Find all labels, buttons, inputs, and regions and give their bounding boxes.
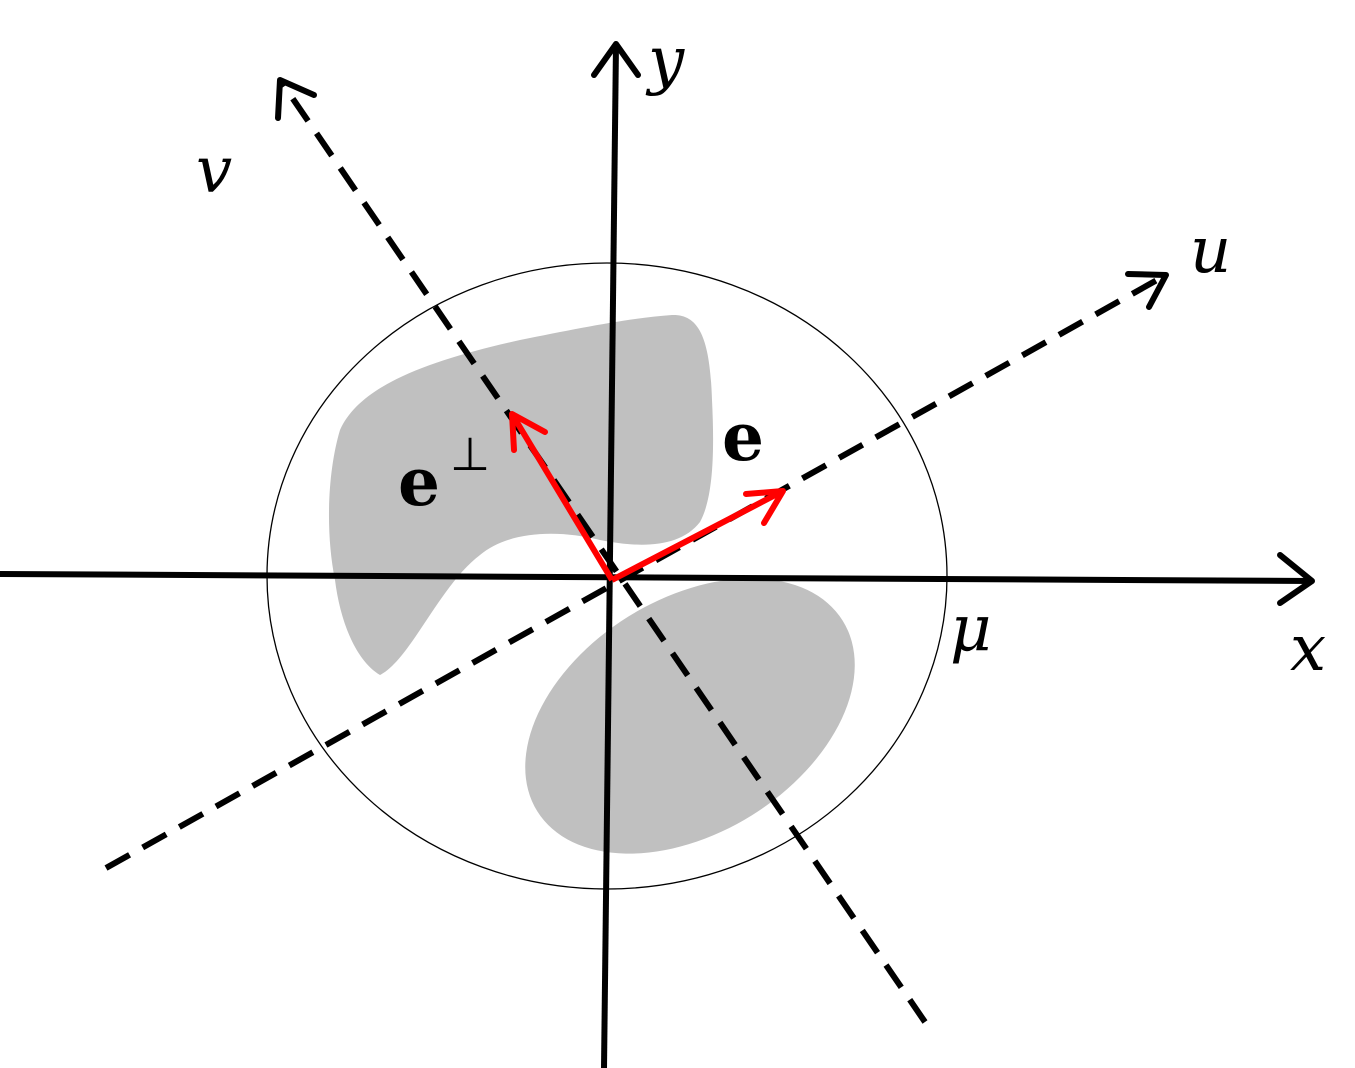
v-axis-arrowhead [275, 77, 317, 121]
measure-label: μ [950, 592, 992, 666]
vector-e-arrowhead [743, 488, 786, 526]
u-axis-label: u [1190, 214, 1231, 288]
perp-superscript: ⊥ [450, 427, 490, 481]
vector-e-label: e [722, 398, 764, 476]
vector-e-perp-line [509, 412, 615, 582]
y-axis-label: y [645, 24, 685, 98]
x-axis-arrowhead [1277, 552, 1315, 606]
y-axis-arrowhead [591, 41, 641, 78]
vector-e-perp-label: e [398, 443, 440, 521]
y-axis-line [601, 43, 619, 1068]
v-axis-line [277, 78, 928, 1024]
v-axis-label: v [196, 134, 232, 208]
vector-e-line [610, 488, 785, 583]
kidney-region [328, 314, 714, 675]
u-axis-line [104, 272, 1168, 871]
x-axis-line [0, 571, 1313, 584]
u-axis-arrowhead [1125, 271, 1169, 310]
vector-e-perp-arrowhead [509, 411, 548, 453]
x-axis-label: x [1290, 612, 1326, 686]
